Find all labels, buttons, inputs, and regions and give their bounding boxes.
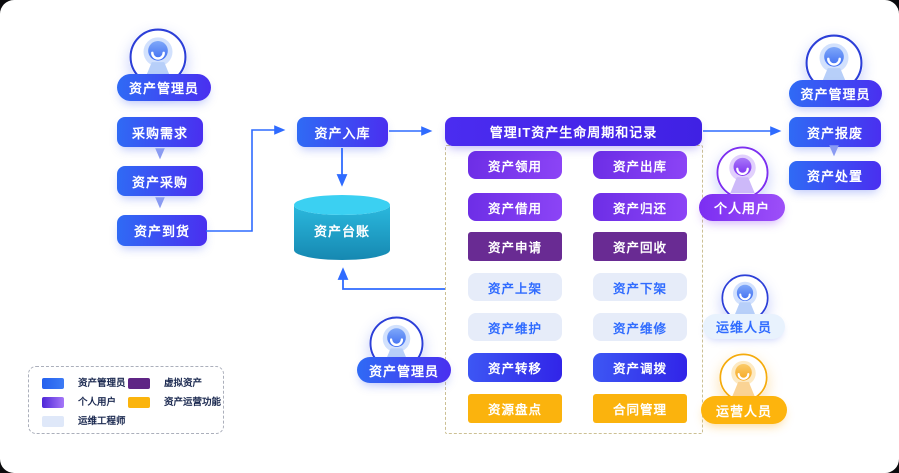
node-purchase-request: 采购需求 [117, 117, 203, 147]
item-asset-maintain: 资产维护 [468, 313, 562, 341]
node-asset-inbound: 资产入库 [297, 117, 388, 147]
person-icon [721, 274, 769, 322]
item-asset-return: 资产归还 [593, 193, 687, 221]
node-asset-ledger: 资产台账 [313, 224, 370, 239]
label-asset-manager-bottom: 资产管理员 [357, 357, 451, 383]
node-asset-disposal: 资产处置 [789, 161, 881, 190]
item-resource-inventory: 资源盘点 [468, 394, 562, 423]
item-contract-management: 合同管理 [593, 394, 687, 423]
label-ops-staff: 运维人员 [703, 314, 785, 339]
legend-box: 资产管理员 虚拟资产 个人用户 资产运营功能 运维工程师 [28, 366, 224, 434]
legend-label-operation-function: 资产运营功能 [164, 397, 222, 408]
legend-label-personal-user: 个人用户 [78, 397, 117, 408]
lifecycle-panel-title: 管理IT资产生命周期和记录 [445, 117, 702, 146]
label-asset-manager-left: 资产管理员 [117, 74, 211, 101]
legend-swatch-operation-function [128, 397, 150, 408]
actor-ops-staff [721, 274, 769, 322]
label-asset-manager-right: 资产管理员 [789, 80, 882, 107]
label-personal-user: 个人用户 [699, 194, 785, 221]
item-asset-apply: 资产申请 [468, 232, 562, 261]
actor-personal-user [716, 146, 769, 199]
actor-operation-staff [719, 353, 768, 402]
item-asset-borrow: 资产借用 [468, 193, 562, 221]
item-asset-claim: 资产领用 [468, 151, 562, 179]
label-operation-staff: 运营人员 [701, 396, 787, 424]
item-asset-rackup: 资产上架 [468, 273, 562, 301]
legend-swatch-virtual-asset [128, 378, 150, 389]
legend-label-ops-engineer: 运维工程师 [78, 416, 126, 427]
item-asset-outbound: 资产出库 [593, 151, 687, 179]
item-asset-recycle: 资产回收 [593, 232, 687, 261]
legend-swatch-ops-engineer [42, 416, 64, 427]
item-asset-allocate: 资产调拨 [593, 353, 687, 382]
legend-label-asset-manager: 资产管理员 [78, 378, 126, 389]
node-asset-scrap: 资产报废 [789, 117, 881, 147]
person-icon [719, 353, 768, 402]
legend-swatch-asset-manager [42, 378, 64, 389]
legend-label-virtual-asset: 虚拟资产 [164, 378, 203, 389]
item-asset-rackdown: 资产下架 [593, 273, 687, 301]
item-asset-transfer: 资产转移 [468, 353, 562, 382]
node-asset-purchase: 资产采购 [117, 166, 203, 196]
item-asset-repair: 资产维修 [593, 313, 687, 341]
node-asset-arrival: 资产到货 [117, 215, 207, 246]
legend-swatch-personal-user [42, 397, 64, 408]
asset-ledger-cylinder-icon [294, 195, 390, 260]
person-icon [716, 146, 769, 199]
